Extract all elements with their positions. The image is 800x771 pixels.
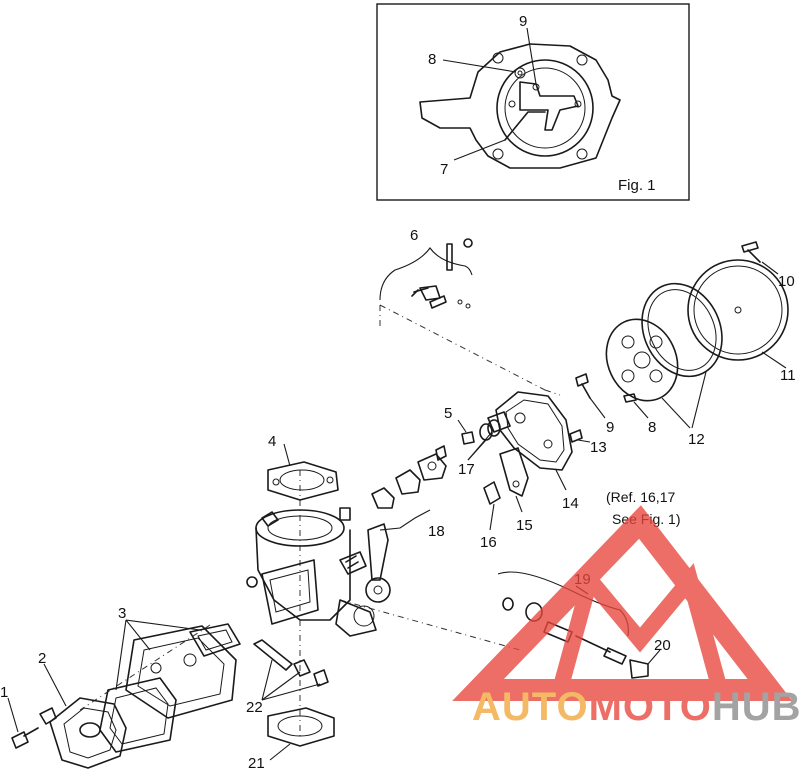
callout-9: 9: [606, 419, 614, 436]
callout-1: 1: [0, 684, 8, 701]
watermark-text-moto: MOTO: [589, 685, 712, 729]
callout-4: 4: [268, 433, 276, 450]
part-14-pump-body: [457, 391, 573, 531]
callout-3: 3: [118, 605, 126, 622]
callout-10: 10: [778, 273, 795, 290]
callout-20: 20: [654, 637, 671, 654]
reference-note-line-1: (Ref. 16,17: [606, 489, 675, 505]
inset-figure: 8 9 7 Fig. 1: [376, 3, 690, 201]
callout-15: 15: [516, 517, 533, 534]
inset-callout-7: 7: [440, 161, 448, 178]
callout-2: 2: [38, 650, 46, 667]
callout-13: 13: [590, 439, 607, 456]
callout-22: 22: [246, 699, 263, 716]
callouts: 1 2 3 4 5 6 8 9 10 11 12 13 14 15 16 17 …: [0, 227, 796, 771]
inset-fig-label: Fig. 1: [618, 177, 656, 194]
callout-21: 21: [248, 755, 265, 771]
callout-6: 6: [410, 227, 418, 244]
callout-12: 12: [688, 431, 705, 448]
parts-21-22: [253, 639, 335, 761]
pump-cover-group: [7, 619, 241, 769]
watermark-text: AUTOMOTOHUB: [472, 685, 800, 729]
part-6-kit: [379, 238, 473, 309]
part-4-gasket: [267, 443, 339, 501]
callout-14: 14: [562, 495, 579, 512]
watermark-text-hub: HUB: [712, 685, 800, 729]
callout-18: 18: [428, 523, 445, 540]
part-18-gaskets: [371, 445, 447, 531]
watermark-triangle-outer: [452, 505, 793, 701]
inset-callout-9: 9: [519, 13, 527, 30]
watermark-logo: AUTOMOTOHUB: [452, 505, 800, 729]
diaphragm-stack: [569, 241, 789, 443]
callout-5: 5: [444, 405, 452, 422]
callout-17: 17: [458, 461, 475, 478]
watermark-text-auto: AUTO: [472, 685, 589, 729]
callout-11: 11: [780, 367, 796, 384]
carburetor-body: [246, 507, 391, 637]
watermark-m-shape: [552, 563, 728, 693]
callout-16: 16: [480, 534, 497, 551]
inset-callout-8: 8: [428, 51, 436, 68]
callout-8: 8: [648, 419, 656, 436]
